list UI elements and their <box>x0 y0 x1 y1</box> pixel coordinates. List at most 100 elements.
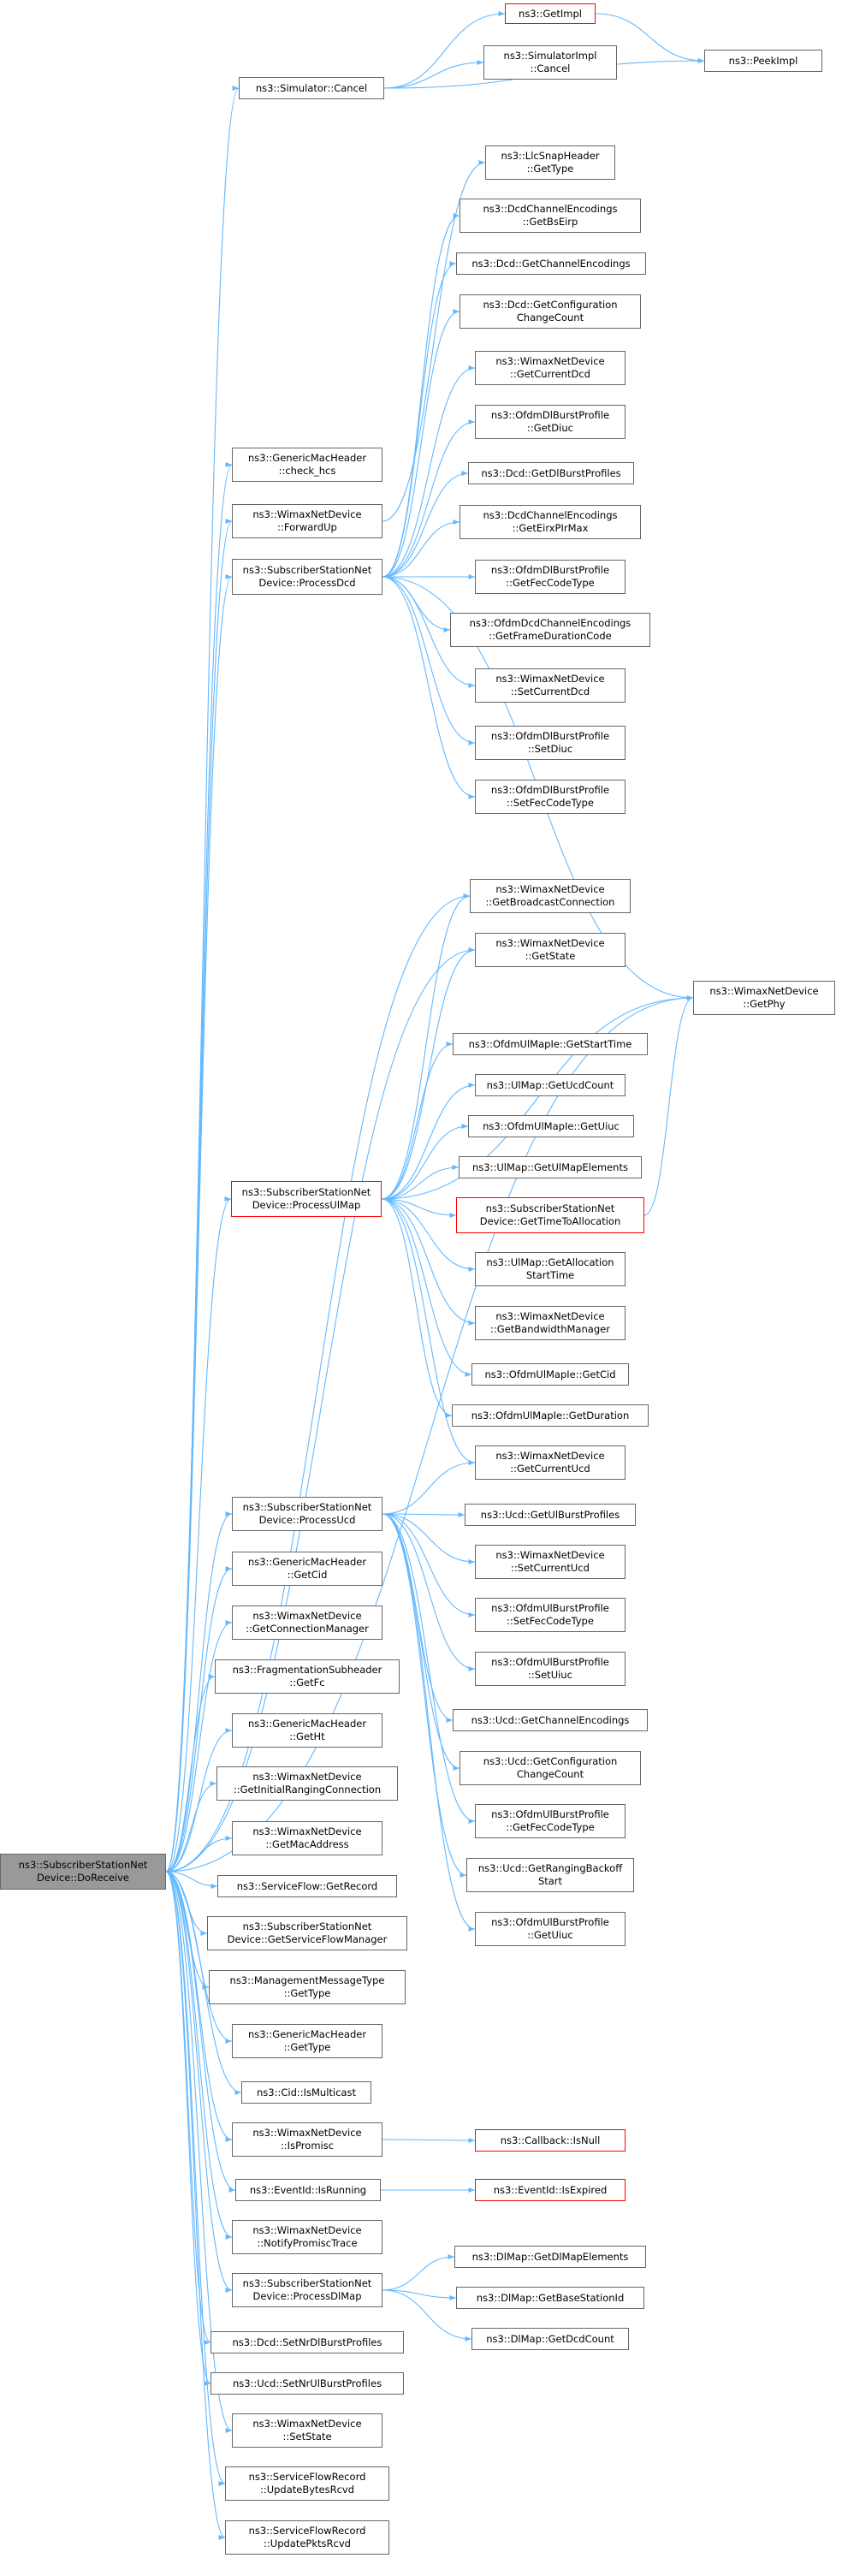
node-ispromisc[interactable]: ns3::WimaxNetDevice ::IsPromisc <box>232 2122 382 2157</box>
node-forwardup[interactable]: ns3::WimaxNetDevice ::ForwardUp <box>232 504 382 538</box>
node-dl-getfec[interactable]: ns3::OfdmDlBurstProfile ::GetFecCodeType <box>475 560 626 594</box>
node-sfr-updbytes[interactable]: ns3::ServiceFlowRecord ::UpdateBytesRcvd <box>225 2466 389 2501</box>
node-ulie-getstart[interactable]: ns3::OfdmUlMapIe::GetStartTime <box>453 1033 648 1055</box>
node-processdcd[interactable]: ns3::SubscriberStationNet Device::Proces… <box>232 559 382 595</box>
node-ul-getfec[interactable]: ns3::OfdmUlBurstProfile ::GetFecCodeType <box>475 1804 626 1838</box>
node-getbseirp[interactable]: ns3::DcdChannelEncodings ::GetBsEirp <box>460 199 641 233</box>
edge-processucd-to-ul-setfec <box>382 1513 476 1618</box>
node-processdlmap[interactable]: ns3::SubscriberStationNet Device::Proces… <box>232 2273 382 2307</box>
node-frag-getfc[interactable]: ns3::FragmentationSubheader ::GetFc <box>215 1659 400 1694</box>
edge-root-to-processdcd <box>165 574 233 1873</box>
edge-processdlmap-to-dlmap-getelem <box>382 2253 455 2291</box>
node-mmt-gettype[interactable]: ns3::ManagementMessageType ::GetType <box>209 1970 406 2004</box>
node-check-hcs[interactable]: ns3::GenericMacHeader ::check_hcs <box>232 448 382 482</box>
node-getinitranging[interactable]: ns3::WimaxNetDevice ::GetInitialRangingC… <box>216 1766 398 1801</box>
node-gmh-gettype[interactable]: ns3::GenericMacHeader ::GetType <box>232 2024 382 2058</box>
node-sim-cancel[interactable]: ns3::Simulator::Cancel <box>239 77 384 99</box>
edge-root-to-getinitranging <box>165 1780 217 1873</box>
node-dl-getdiuc[interactable]: ns3::OfdmDlBurstProfile ::GetDiuc <box>475 405 626 439</box>
node-notifypromisc[interactable]: ns3::WimaxNetDevice ::NotifyPromiscTrace <box>232 2220 382 2254</box>
node-gettimetoalloc[interactable]: ns3::SubscriberStationNet Device::GetTim… <box>456 1197 644 1233</box>
node-getframedur[interactable]: ns3::OfdmDcdChannelEncodings ::GetFrameD… <box>450 613 650 647</box>
node-cb-isnull[interactable]: ns3::Callback::IsNull <box>475 2129 626 2152</box>
node-processucd[interactable]: ns3::SubscriberStationNet Device::Proces… <box>232 1497 382 1531</box>
node-simimpl-cancel[interactable]: ns3::SimulatorImpl ::Cancel <box>483 45 617 80</box>
node-ucd-setnrul[interactable]: ns3::Ucd::SetNrUlBurstProfiles <box>210 2372 404 2395</box>
node-label: ns3::WimaxNetDevice ::GetMacAddress <box>252 1825 362 1850</box>
node-setcurrentdcd[interactable]: ns3::WimaxNetDevice ::SetCurrentDcd <box>475 668 626 703</box>
node-label: ns3::DlMap::GetDlMapElements <box>471 2250 629 2263</box>
node-label: ns3::SubscriberStationNet Device::Proces… <box>241 1186 371 1211</box>
edge-processucd-to-ucd-getranging <box>382 1513 467 1879</box>
node-ucd-getulburst[interactable]: ns3::Ucd::GetUlBurstProfiles <box>465 1504 636 1526</box>
node-ulie-getcid[interactable]: ns3::OfdmUlMapIe::GetCid <box>471 1363 629 1386</box>
node-getcurrentdcd[interactable]: ns3::WimaxNetDevice ::GetCurrentDcd <box>475 351 626 385</box>
node-ulie-getuiuc[interactable]: ns3::OfdmUlMapIe::GetUiuc <box>468 1115 634 1137</box>
node-cid-ismulti[interactable]: ns3::Cid::IsMulticast <box>241 2081 371 2104</box>
node-ul-setfec[interactable]: ns3::OfdmUlBurstProfile ::SetFecCodeType <box>475 1598 626 1632</box>
node-label: ns3::UlMap::GetUlMapElements <box>472 1160 628 1173</box>
node-getdlburst[interactable]: ns3::Dcd::GetDlBurstProfiles <box>468 462 634 484</box>
node-sfr-updpkts[interactable]: ns3::ServiceFlowRecord ::UpdatePktsRcvd <box>225 2520 389 2555</box>
edge-processulmap-to-ulie-getuiuc <box>381 1123 469 1200</box>
node-label: ns3::WimaxNetDevice ::GetPhy <box>709 985 819 1010</box>
node-llc-gettype[interactable]: ns3::LlcSnapHeader ::GetType <box>485 145 615 180</box>
node-gmh-getht[interactable]: ns3::GenericMacHeader ::GetHt <box>232 1713 382 1748</box>
node-geteirx[interactable]: ns3::DcdChannelEncodings ::GetEirxPIrMax <box>460 505 641 539</box>
node-label: ns3::FragmentationSubheader ::GetFc <box>232 1664 382 1689</box>
node-setstate[interactable]: ns3::WimaxNetDevice ::SetState <box>232 2413 382 2448</box>
node-label: ns3::WimaxNetDevice ::SetState <box>252 2418 362 2442</box>
node-getstate[interactable]: ns3::WimaxNetDevice ::GetState <box>475 933 626 967</box>
node-dcd-getchenc[interactable]: ns3::Dcd::GetChannelEncodings <box>456 252 646 275</box>
node-dcd-setnrdl[interactable]: ns3::Dcd::SetNrDlBurstProfiles <box>210 2331 404 2353</box>
node-ucd-getconf[interactable]: ns3::Ucd::GetConfiguration ChangeCount <box>460 1751 641 1785</box>
node-dlmap-getdcd[interactable]: ns3::DlMap::GetDcdCount <box>471 2328 629 2350</box>
node-dlmap-getbs[interactable]: ns3::DlMap::GetBaseStationId <box>456 2287 644 2309</box>
node-label: ns3::GenericMacHeader ::GetHt <box>247 1718 367 1742</box>
node-getimpl[interactable]: ns3::GetImpl <box>505 3 596 24</box>
node-ucd-getchenc[interactable]: ns3::Ucd::GetChannelEncodings <box>453 1709 648 1731</box>
node-getcurrentucd[interactable]: ns3::WimaxNetDevice ::GetCurrentUcd <box>475 1445 626 1480</box>
node-gmh-getcid[interactable]: ns3::GenericMacHeader ::GetCid <box>232 1552 382 1586</box>
edge-root-to-processulmap <box>165 1196 232 1873</box>
node-ulmap-getucd[interactable]: ns3::UlMap::GetUcdCount <box>475 1074 626 1096</box>
node-dlmap-getelem[interactable]: ns3::DlMap::GetDlMapElements <box>454 2246 646 2268</box>
node-label: ns3::ServiceFlowRecord ::UpdateBytesRcvd <box>248 2471 366 2496</box>
node-sf-getrecord[interactable]: ns3::ServiceFlow::GetRecord <box>217 1875 397 1897</box>
node-getbroadcast[interactable]: ns3::WimaxNetDevice ::GetBroadcastConnec… <box>470 879 631 913</box>
node-ulmap-getalloc[interactable]: ns3::UlMap::GetAllocation StartTime <box>475 1252 626 1286</box>
node-peekimpl[interactable]: ns3::PeekImpl <box>704 50 822 72</box>
node-label: ns3::WimaxNetDevice ::GetState <box>495 937 605 962</box>
node-processulmap[interactable]: ns3::SubscriberStationNet Device::Proces… <box>231 1181 382 1217</box>
edge-root-to-sf-getrecord <box>165 1871 218 1890</box>
node-eventid-isexpired[interactable]: ns3::EventId::IsExpired <box>475 2179 626 2201</box>
node-getsfmgr[interactable]: ns3::SubscriberStationNet Device::GetSer… <box>207 1916 407 1950</box>
node-ul-setuiuc[interactable]: ns3::OfdmUlBurstProfile ::SetUiuc <box>475 1652 626 1686</box>
node-dl-setfec[interactable]: ns3::OfdmDlBurstProfile ::SetFecCodeType <box>475 780 626 814</box>
edge-root-to-getstate <box>165 947 476 1873</box>
edge-root-to-sfr-updpkts <box>165 1871 226 2540</box>
edge-processdcd-to-dl-setfec <box>382 576 476 800</box>
node-getmac[interactable]: ns3::WimaxNetDevice ::GetMacAddress <box>232 1821 382 1855</box>
edge-root-to-gmh-getht <box>165 1727 233 1873</box>
node-label: ns3::WimaxNetDevice ::GetBroadcastConnec… <box>485 883 615 908</box>
node-ucd-getranging[interactable]: ns3::Ucd::GetRangingBackoff Start <box>466 1858 634 1892</box>
node-getconnmgr[interactable]: ns3::WimaxNetDevice ::GetConnectionManag… <box>232 1606 382 1640</box>
node-dcd-getconf[interactable]: ns3::Dcd::GetConfiguration ChangeCount <box>460 294 641 329</box>
node-ulie-getdur[interactable]: ns3::OfdmUlMapIe::GetDuration <box>452 1404 649 1427</box>
edge-processulmap-to-ulie-getcid <box>381 1198 472 1378</box>
node-getphy[interactable]: ns3::WimaxNetDevice ::GetPhy <box>693 981 835 1015</box>
edge-processulmap-to-ulmap-getucd <box>381 1082 476 1200</box>
node-label: ns3::SubscriberStationNet Device::Proces… <box>242 2277 372 2302</box>
node-label: ns3::DlMap::GetDcdCount <box>486 2332 614 2345</box>
node-ul-getuiuc[interactable]: ns3::OfdmUlBurstProfile ::GetUiuc <box>475 1912 626 1946</box>
node-eventid-isrunning[interactable]: ns3::EventId::IsRunning <box>235 2179 381 2201</box>
node-setcurrentucd[interactable]: ns3::WimaxNetDevice ::SetCurrentUcd <box>475 1545 626 1579</box>
node-dl-setdiuc[interactable]: ns3::OfdmDlBurstProfile ::SetDiuc <box>475 726 626 760</box>
node-ulmap-getelem[interactable]: ns3::UlMap::GetUlMapElements <box>459 1156 642 1178</box>
edge-processulmap-to-getbroadcast <box>381 893 471 1200</box>
node-label: ns3::OfdmDlBurstProfile ::SetDiuc <box>490 730 610 755</box>
node-getbwmgr[interactable]: ns3::WimaxNetDevice ::GetBandwidthManage… <box>475 1306 626 1340</box>
node-label: ns3::SubscriberStationNet Device::GetSer… <box>227 1920 388 1945</box>
node-label: ns3::Cid::IsMulticast <box>257 2086 356 2098</box>
